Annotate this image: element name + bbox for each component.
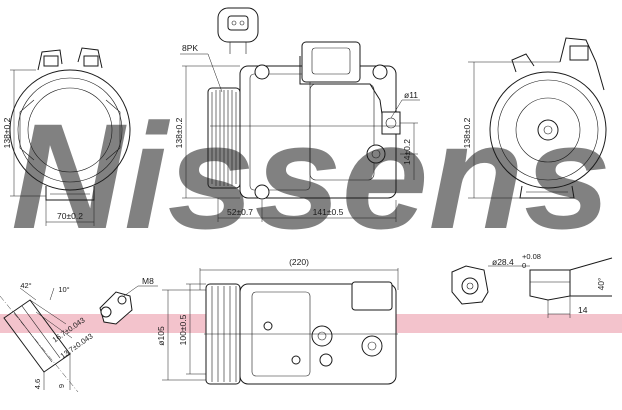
plan-view xyxy=(162,268,399,385)
offset-100-dim: 100±0.5 xyxy=(178,314,188,345)
brand-watermark: Nissens xyxy=(11,92,611,260)
dim-9-label: 9 xyxy=(57,384,66,388)
m8-label: M8 xyxy=(142,276,154,286)
angle-42-label: 42° xyxy=(20,281,31,290)
belt-profile-label: 8PK xyxy=(182,43,198,53)
front-view xyxy=(9,47,131,226)
offset-14-dim: 14±0.2 xyxy=(402,139,412,165)
overall-length-dim: (220) xyxy=(289,257,309,267)
offset-52-dim: 52±0.7 xyxy=(227,207,253,217)
rear-height-dim: 138±0.2 xyxy=(462,117,472,148)
length-141-dim: 141±0.5 xyxy=(313,207,344,217)
rear-view xyxy=(468,37,607,199)
port-tol-upper: +0.08 xyxy=(522,252,541,261)
angle-10-label: 10° xyxy=(58,285,69,294)
port-diameter-label: ø28.4 xyxy=(492,257,514,267)
front-width-dim: 70±0.2 xyxy=(57,211,83,221)
dim-4-6-label: 4.6 xyxy=(33,379,42,389)
port-tol-lower: 0 xyxy=(522,261,526,270)
dim-14-small-label: 14 xyxy=(578,305,588,315)
detail-view xyxy=(0,287,79,393)
side-height-dim: 138±0.2 xyxy=(174,117,184,148)
angle-40-label: 40° xyxy=(596,278,606,291)
diameter-105-dim: ø105 xyxy=(156,326,166,346)
side-view xyxy=(180,7,420,222)
m8-fitting-view xyxy=(99,285,158,325)
front-height-dim: 138±0.2 xyxy=(2,117,12,148)
port-detail-view xyxy=(451,257,613,318)
hole-diameter-label: ø11 xyxy=(404,90,418,100)
